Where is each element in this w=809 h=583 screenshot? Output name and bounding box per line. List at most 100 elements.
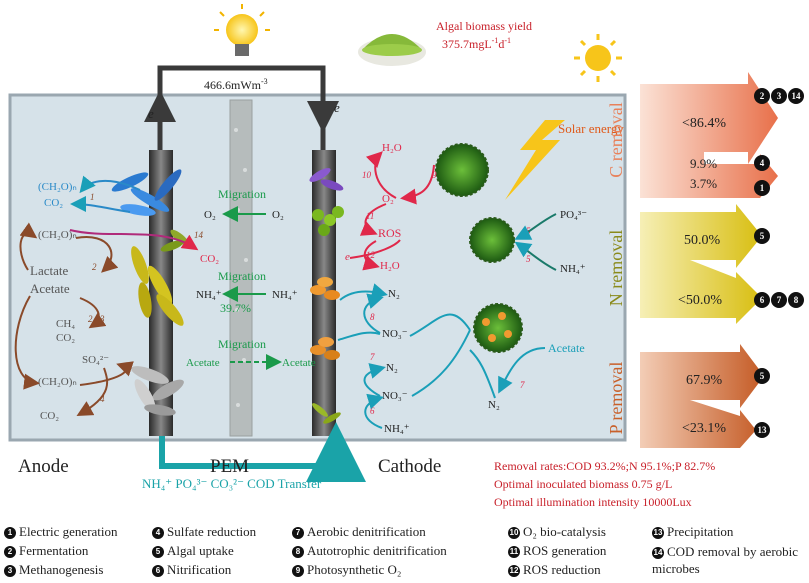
svg-text:Acetate: Acetate <box>282 357 316 369</box>
svg-text:Migration: Migration <box>218 269 266 283</box>
svg-text:NH₄⁺: NH₄⁺ <box>560 263 586 275</box>
solar-energy-label: Solar energy <box>558 121 624 136</box>
svg-text:CH₄: CH₄ <box>56 318 75 330</box>
pem-texture <box>234 128 248 407</box>
svg-text:Acetate: Acetate <box>30 281 70 296</box>
anode-arrows <box>14 175 199 416</box>
svg-text:<23.1%: <23.1% <box>682 421 726 436</box>
anode-label: Anode <box>18 456 69 477</box>
diagram-svg: e e 466.6mWm-3 Algal biomass yield 375.7… <box>8 4 804 509</box>
svg-text:9.9%: 9.9% <box>690 156 717 171</box>
carbon-removal-panel: C removal <86.4% 9.9% 3.7% <box>606 72 778 198</box>
svg-text:39.7%: 39.7% <box>220 301 251 315</box>
svg-text:1: 1 <box>90 192 95 202</box>
svg-text:N₂: N₂ <box>386 362 398 374</box>
algae-cell-icon <box>435 143 523 353</box>
svg-text:Migration: Migration <box>218 187 266 201</box>
svg-text:1: 1 <box>760 183 765 193</box>
svg-text:(CH₂O)ₙ: (CH₂O)ₙ <box>38 229 77 241</box>
svg-text:4: 4 <box>100 394 105 404</box>
lightbulb-icon <box>214 4 270 56</box>
cathode-label: Cathode <box>378 456 441 477</box>
lightning-icon <box>505 120 565 200</box>
electron-label-left: e <box>148 106 154 121</box>
pem-label: PEM <box>210 456 249 477</box>
svg-text:Lactate: Lactate <box>30 263 68 278</box>
svg-text:4: 4 <box>760 158 765 168</box>
svg-text:10: 10 <box>362 170 372 180</box>
phosphorus-removal-panel: P removal 67.9% <23.1% <box>606 344 764 448</box>
svg-text:5: 5 <box>760 371 765 381</box>
svg-text:5: 5 <box>760 231 765 241</box>
svg-text:(CH₂O)ₙ: (CH₂O)ₙ <box>38 376 77 388</box>
svg-text:2: 2 <box>760 91 765 101</box>
algal-powder-icon <box>358 34 426 66</box>
nitrogen-removal-panel: N removal 50.0% <50.0% <box>606 204 762 324</box>
svg-text:Acetate: Acetate <box>186 357 220 369</box>
svg-text:3: 3 <box>99 314 105 324</box>
svg-text:3.7%: 3.7% <box>690 176 717 191</box>
svg-text:CO₂: CO₂ <box>40 410 59 422</box>
results-text: Removal rates:COD 93.2%;N 95.1%;P 82.7% … <box>494 459 715 509</box>
svg-text:14: 14 <box>792 91 802 101</box>
svg-text:14: 14 <box>194 230 204 240</box>
transfer-arrow <box>159 422 366 482</box>
svg-text:2: 2 <box>92 262 97 272</box>
svg-text:Removal rates:COD 93.2%;N 95.1: Removal rates:COD 93.2%;N 95.1%;P 82.7% <box>494 459 715 473</box>
svg-text:O₂: O₂ <box>272 209 284 221</box>
svg-text:O₂: O₂ <box>382 193 394 205</box>
svg-text:CO₂: CO₂ <box>44 197 63 209</box>
svg-text:N removal: N removal <box>606 230 626 306</box>
svg-text:NH₄⁺: NH₄⁺ <box>272 289 298 301</box>
svg-text:7: 7 <box>520 380 525 390</box>
svg-text:N₂: N₂ <box>488 399 500 411</box>
svg-text:3: 3 <box>777 91 782 101</box>
svg-text:50.0%: 50.0% <box>684 233 721 248</box>
svg-text:PO₄³⁻: PO₄³⁻ <box>560 209 587 221</box>
power-density: 466.6mWm-3 <box>204 77 268 92</box>
svg-text:C removal: C removal <box>606 102 626 177</box>
svg-text:67.9%: 67.9% <box>686 373 723 388</box>
svg-text:ROS: ROS <box>378 226 401 240</box>
svg-text:P removal: P removal <box>606 362 626 435</box>
svg-text:e: e <box>345 251 350 263</box>
svg-text:<86.4%: <86.4% <box>682 116 726 131</box>
svg-text:NH₄⁺: NH₄⁺ <box>196 289 222 301</box>
process-code-badges: 2 3 14 4 1 5 6 7 8 5 13 <box>754 88 804 438</box>
svg-text:2: 2 <box>88 314 93 324</box>
svg-text:SO₄²⁻: SO₄²⁻ <box>82 354 109 366</box>
electron-label-right: e <box>334 100 340 115</box>
cathode-microbes <box>309 168 344 424</box>
svg-text:NO₃⁻: NO₃⁻ <box>382 390 408 402</box>
pem-membrane <box>229 99 253 437</box>
svg-text:Migration: Migration <box>218 337 266 351</box>
algal-yield-label: Algal biomass yield <box>436 19 532 33</box>
svg-text:11: 11 <box>366 211 374 221</box>
svg-text:N₂: N₂ <box>388 288 400 300</box>
svg-text:9: 9 <box>432 170 437 180</box>
svg-text:7: 7 <box>370 352 375 362</box>
cathode-species: H₂O O₂ ROS H₂O N₂ NO₃⁻ N₂ NO₃⁻ NH₄⁺ PO₄³… <box>345 142 587 435</box>
svg-text:H₂O: H₂O <box>380 260 400 272</box>
svg-text:8: 8 <box>794 295 799 305</box>
svg-text:O₂: O₂ <box>204 209 216 221</box>
svg-text:CO₂: CO₂ <box>56 332 75 344</box>
svg-text:(CH₂O)ₙ: (CH₂O)ₙ <box>38 181 77 193</box>
svg-text:Optimal illumination intensity: Optimal illumination intensity 10000Lux <box>494 495 692 509</box>
migration-flows: Migration O₂ O₂ Migration NH₄⁺ 39.7% NH₄… <box>186 187 316 370</box>
svg-text:H₂O: H₂O <box>382 142 402 154</box>
svg-text:13: 13 <box>758 425 768 435</box>
